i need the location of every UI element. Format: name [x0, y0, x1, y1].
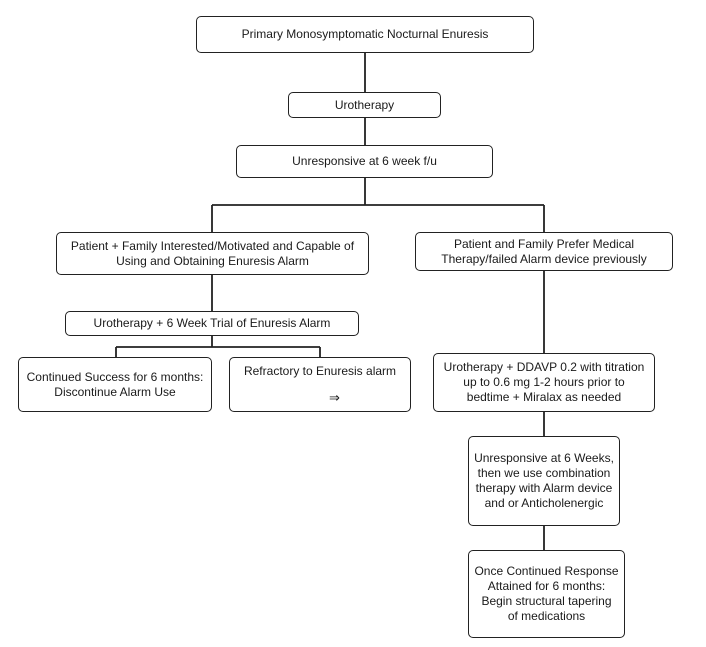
node-urotherapy: Urotherapy: [288, 92, 441, 118]
node-unresponsive-combination: Unresponsive at 6 Weeks, then we use com…: [468, 436, 620, 526]
node-ddavp: Urotherapy + DDAVP 0.2 with titration up…: [433, 353, 655, 412]
right-arrow-icon: ⇒: [329, 390, 340, 405]
node-continued-success: Continued Success for 6 months: Disconti…: [18, 357, 212, 412]
node-medical-path: Patient and Family Prefer Medical Therap…: [415, 232, 673, 271]
node-alarm-trial: Urotherapy + 6 Week Trial of Enuresis Al…: [65, 311, 359, 336]
refractory-label: Refractory to Enuresis alarm: [243, 364, 397, 378]
node-alarm-path: Patient + Family Interested/Motivated an…: [56, 232, 369, 275]
node-unresponsive-6-week: Unresponsive at 6 week f/u: [236, 145, 493, 178]
node-refractory: Refractory to Enuresis alarm: [229, 357, 411, 412]
node-primary: Primary Monosymptomatic Nocturnal Enures…: [196, 16, 534, 53]
node-taper: Once Continued Response Attained for 6 m…: [468, 550, 625, 638]
